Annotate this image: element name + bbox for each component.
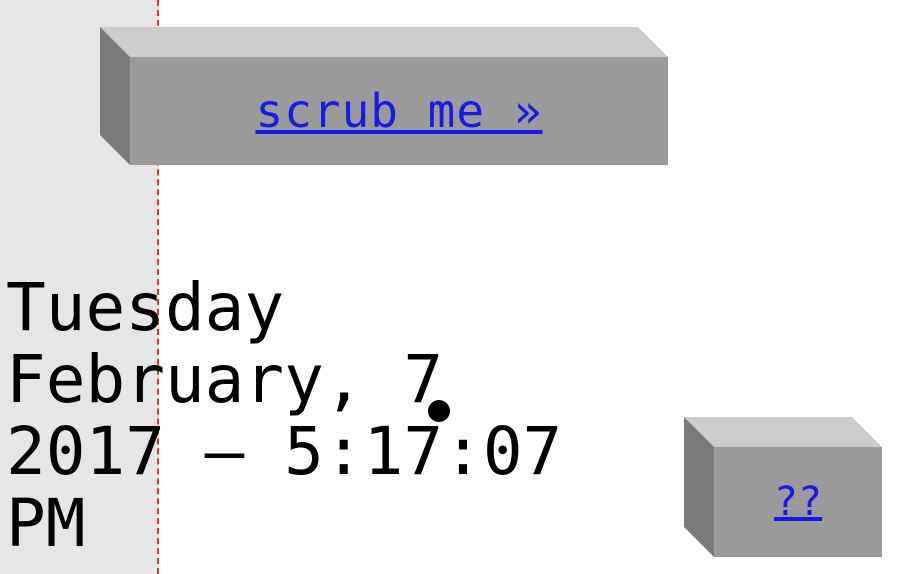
year-time-text: 2017 – 5:17:07 xyxy=(6,413,563,490)
help-button-top-face xyxy=(684,417,882,447)
help-link[interactable]: ?? xyxy=(773,479,823,525)
weekday-text: Tuesday xyxy=(6,269,285,346)
meridiem-text: PM xyxy=(6,485,86,562)
scrub-button[interactable]: scrub me » xyxy=(100,27,668,165)
help-button[interactable]: ?? xyxy=(684,417,882,557)
scrub-link[interactable]: scrub me » xyxy=(255,84,543,138)
scrub-button-top-face xyxy=(100,27,668,57)
scrub-button-front-face[interactable]: scrub me » xyxy=(130,57,668,165)
month-day-text: February, 7 xyxy=(6,341,444,418)
help-button-front-face[interactable]: ?? xyxy=(714,447,882,557)
scrub-position-line[interactable] xyxy=(157,0,159,574)
pointer-dot-icon xyxy=(428,400,450,422)
datetime-display: Tuesday February, 7 2017 – 5:17:07 PM xyxy=(6,272,646,560)
